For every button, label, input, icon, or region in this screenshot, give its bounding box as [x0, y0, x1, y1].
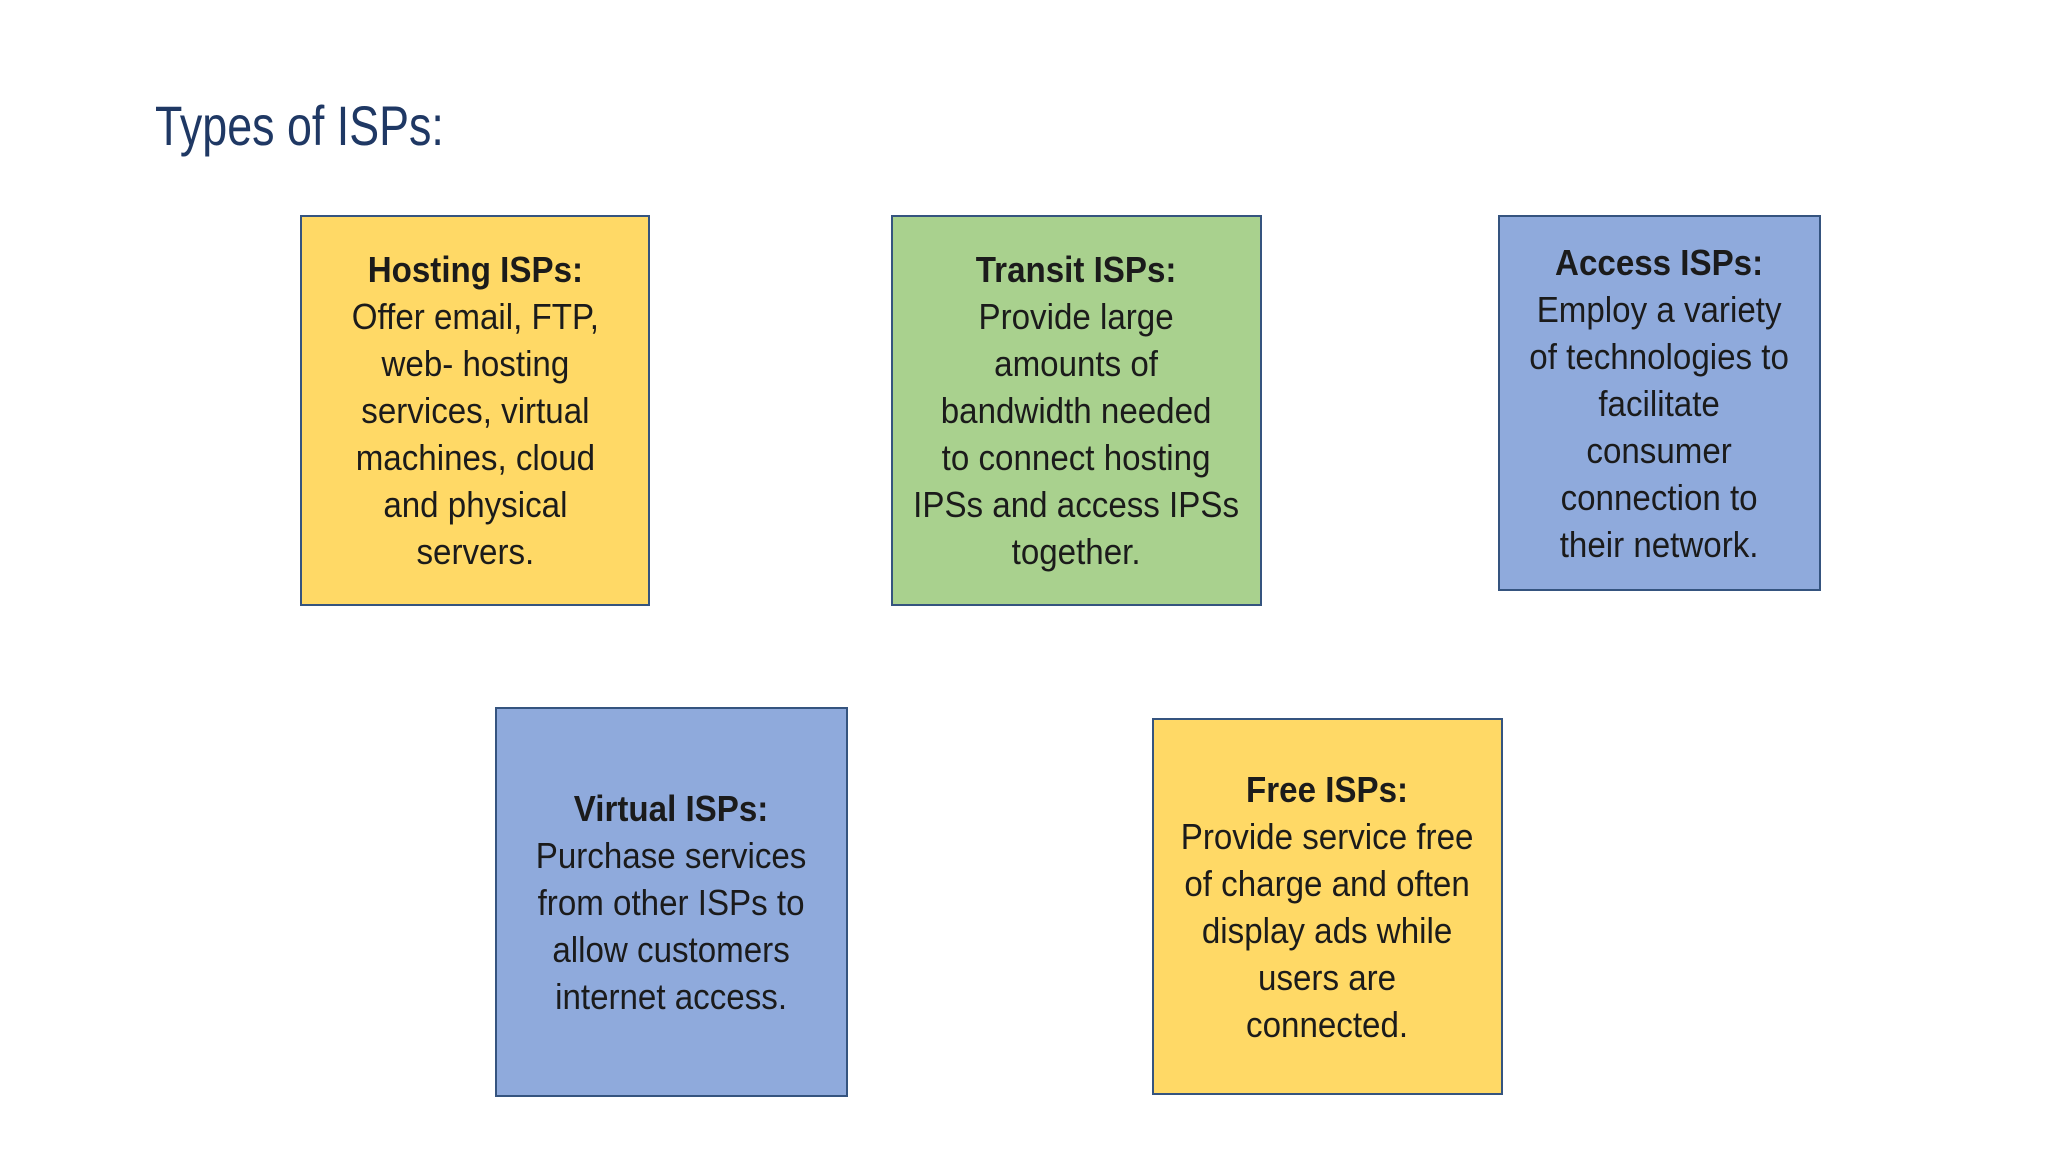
isp-box-free-content: Free ISPs: Provide service free of charg…	[1181, 766, 1474, 1048]
slide-title: Types of ISPs:	[155, 94, 444, 157]
isp-box-transit-body: Provide large amounts of bandwidth neede…	[913, 296, 1240, 572]
isp-box-free-body: Provide service free of charge and often…	[1181, 815, 1474, 1045]
isp-box-access: Access ISPs: Employ a variety of technol…	[1498, 215, 1821, 591]
isp-box-access-content: Access ISPs: Employ a variety of technol…	[1530, 239, 1790, 568]
isp-box-hosting-body: Offer email, FTP, web- hosting services,…	[351, 296, 599, 572]
isp-box-free: Free ISPs: Provide service free of charg…	[1152, 718, 1503, 1095]
isp-box-access-title: Access ISPs:	[1555, 241, 1764, 283]
isp-box-hosting: Hosting ISPs: Offer email, FTP, web- hos…	[300, 215, 650, 606]
isp-box-free-title: Free ISPs:	[1246, 768, 1409, 810]
isp-box-transit-title: Transit ISPs:	[976, 249, 1177, 290]
isp-box-hosting-title: Hosting ISPs:	[367, 249, 583, 290]
isp-box-access-body: Employ a variety of technologies to faci…	[1529, 288, 1790, 565]
isp-box-transit: Transit ISPs: Provide large amounts of b…	[891, 215, 1262, 606]
isp-box-hosting-content: Hosting ISPs: Offer email, FTP, web- hos…	[351, 246, 598, 575]
isp-box-transit-content: Transit ISPs: Provide large amounts of b…	[914, 246, 1240, 575]
isp-box-virtual-body: Purchase services from other ISPs to all…	[536, 834, 807, 1017]
isp-box-virtual: Virtual ISPs: Purchase services from oth…	[495, 707, 848, 1097]
isp-box-virtual-content: Virtual ISPs: Purchase services from oth…	[536, 785, 807, 1020]
isp-box-virtual-title: Virtual ISPs:	[574, 787, 769, 829]
